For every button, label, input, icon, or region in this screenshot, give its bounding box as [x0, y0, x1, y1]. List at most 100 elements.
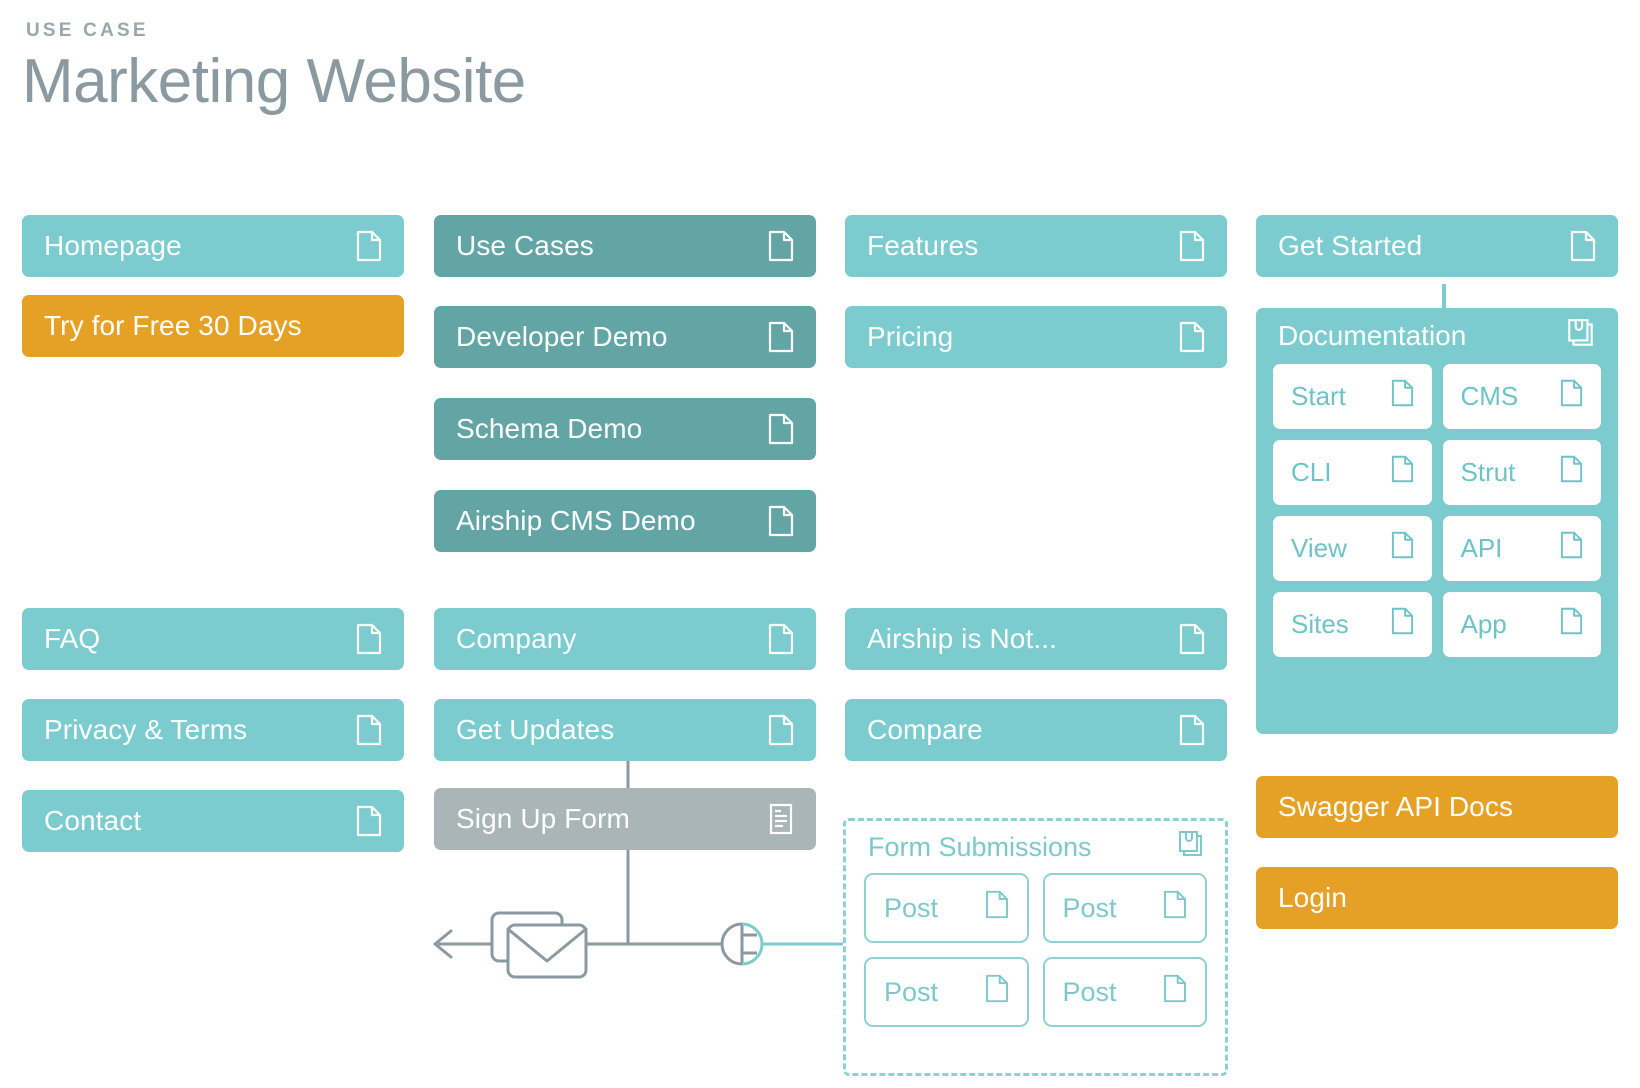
post-card[interactable]: Post: [864, 873, 1029, 943]
doc-item-cms[interactable]: CMS: [1442, 364, 1601, 429]
doc-item-label: CMS: [1460, 381, 1519, 411]
node-login[interactable]: Login: [1256, 867, 1618, 929]
doc-item-label: App: [1460, 609, 1507, 639]
document-icon: [985, 890, 1009, 926]
node-label: Airship CMS Demo: [456, 505, 696, 536]
post-label: Post: [1062, 892, 1117, 923]
doc-item-app[interactable]: App: [1442, 592, 1601, 657]
doc-item-view[interactable]: View: [1273, 516, 1432, 581]
document-icon: [356, 623, 382, 655]
node-label: Schema Demo: [456, 413, 643, 444]
node-label: Swagger API Docs: [1278, 791, 1514, 822]
plug-connector-icon: [720, 922, 764, 966]
doc-item-api[interactable]: API: [1442, 516, 1601, 581]
documentation-header: Documentation: [1256, 308, 1618, 364]
post-card[interactable]: Post: [1042, 873, 1207, 943]
node-label: Get Updates: [456, 714, 615, 745]
document-icon: [1560, 607, 1583, 642]
node-homepage[interactable]: Homepage: [22, 215, 404, 277]
node-privacy-terms[interactable]: Privacy & Terms: [22, 699, 404, 761]
document-icon: [768, 413, 794, 445]
node-label: Login: [1278, 882, 1348, 913]
documentation-title: Documentation: [1278, 320, 1467, 351]
node-try-for-free[interactable]: Try for Free 30 Days: [22, 295, 404, 357]
documentation-group: Documentation Start CMS: [1256, 308, 1618, 734]
node-developer-demo[interactable]: Developer Demo: [434, 306, 816, 368]
arrow-left-icon: [433, 929, 453, 959]
node-label: Features: [867, 230, 979, 261]
document-icon: [768, 321, 794, 353]
node-features[interactable]: Features: [845, 215, 1227, 277]
document-icon: [1391, 379, 1414, 414]
document-icon: [1560, 379, 1583, 414]
document-icon: [356, 714, 382, 746]
form-icon: [768, 803, 794, 835]
node-schema-demo[interactable]: Schema Demo: [434, 398, 816, 460]
documentation-grid: Start CMS CLI Strut: [1256, 364, 1618, 674]
form-submissions-header: Form Submissions: [846, 821, 1225, 873]
node-sign-up-form[interactable]: Sign Up Form: [434, 788, 816, 850]
page-title: Marketing Website: [22, 47, 526, 116]
node-label: Contact: [44, 805, 142, 836]
form-submissions-title: Form Submissions: [868, 831, 1092, 862]
envelope-stack-icon: [490, 911, 588, 979]
node-label: Use Cases: [456, 230, 594, 261]
node-label: Privacy & Terms: [44, 714, 248, 745]
node-label: FAQ: [44, 623, 101, 654]
node-contact[interactable]: Contact: [22, 790, 404, 852]
post-label: Post: [1062, 976, 1117, 1007]
document-icon: [768, 505, 794, 537]
doc-item-label: Start: [1291, 381, 1346, 411]
node-airship-is-not[interactable]: Airship is Not...: [845, 608, 1227, 670]
doc-item-label: CLI: [1291, 457, 1332, 487]
node-label: Get Started: [1278, 230, 1423, 261]
post-card[interactable]: Post: [864, 957, 1029, 1027]
doc-item-cli[interactable]: CLI: [1273, 440, 1432, 505]
node-label: Developer Demo: [456, 321, 668, 352]
node-label: Try for Free 30 Days: [44, 310, 302, 341]
document-icon: [1179, 714, 1205, 746]
node-faq[interactable]: FAQ: [22, 608, 404, 670]
node-pricing[interactable]: Pricing: [845, 306, 1227, 368]
post-label: Post: [884, 976, 939, 1007]
document-icon: [1560, 455, 1583, 490]
node-company[interactable]: Company: [434, 608, 816, 670]
document-icon: [1391, 531, 1414, 566]
doc-item-label: Strut: [1460, 457, 1516, 487]
documents-collection-icon: [1177, 829, 1205, 866]
doc-item-start[interactable]: Start: [1273, 364, 1432, 429]
node-label: Pricing: [867, 321, 954, 352]
node-label: Sign Up Form: [456, 803, 630, 834]
document-icon: [356, 805, 382, 837]
node-get-updates[interactable]: Get Updates: [434, 699, 816, 761]
post-label: Post: [884, 892, 939, 923]
document-icon: [768, 714, 794, 746]
post-card[interactable]: Post: [1042, 957, 1207, 1027]
node-label: Company: [456, 623, 577, 654]
document-icon: [356, 230, 382, 262]
document-icon: [1179, 321, 1205, 353]
node-airship-cms-demo[interactable]: Airship CMS Demo: [434, 490, 816, 552]
doc-item-sites[interactable]: Sites: [1273, 592, 1432, 657]
document-icon: [1179, 623, 1205, 655]
documents-collection-icon: [1566, 317, 1596, 356]
node-compare[interactable]: Compare: [845, 699, 1227, 761]
form-submissions-group: Form Submissions Post Post: [843, 818, 1228, 1076]
node-use-cases[interactable]: Use Cases: [434, 215, 816, 277]
document-icon: [768, 230, 794, 262]
document-icon: [768, 623, 794, 655]
post-grid: Post Post Post Post: [846, 873, 1225, 1045]
document-icon: [1560, 531, 1583, 566]
doc-item-label: API: [1460, 533, 1503, 563]
node-label: Homepage: [44, 230, 182, 261]
node-swagger-api-docs[interactable]: Swagger API Docs: [1256, 776, 1618, 838]
document-icon: [1570, 230, 1596, 262]
doc-item-strut[interactable]: Strut: [1442, 440, 1601, 505]
document-icon: [1391, 455, 1414, 490]
document-icon: [1163, 890, 1187, 926]
doc-item-label: View: [1291, 533, 1347, 563]
node-get-started[interactable]: Get Started: [1256, 215, 1618, 277]
node-label: Compare: [867, 714, 983, 745]
document-icon: [985, 974, 1009, 1010]
